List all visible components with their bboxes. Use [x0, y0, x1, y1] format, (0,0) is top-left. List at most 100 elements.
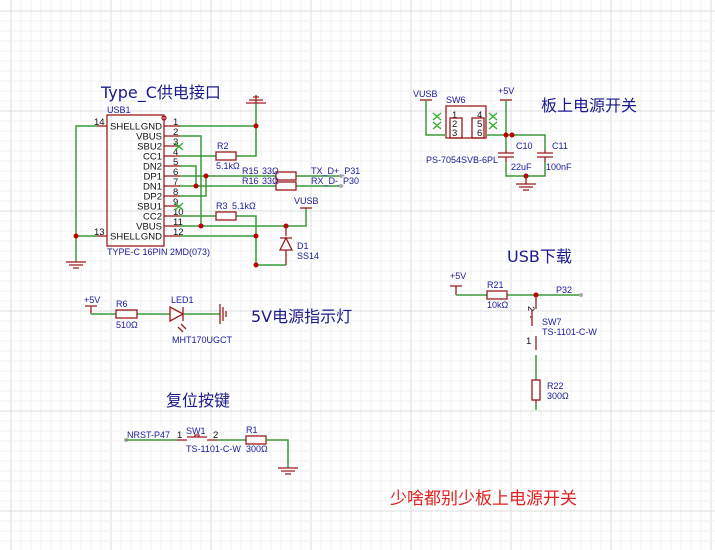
usb1-part: TYPE-C 16PIN 2MD(073) — [107, 247, 210, 257]
resistor-r16[interactable]: R16 33Ω — [242, 176, 297, 191]
capacitor-c11[interactable]: C11 100nF — [537, 141, 572, 172]
usb1-pin-num: 12 — [173, 227, 184, 238]
usb1-pin-name: GND — [141, 232, 162, 243]
usb1-pin-num: 13 — [94, 227, 105, 238]
ground-icon — [219, 304, 227, 324]
led1[interactable]: LED1 MHT170UGCT — [169, 295, 233, 345]
vusb-label: VUSB — [294, 196, 319, 206]
c11-ref: C11 — [552, 141, 568, 151]
led1-part: MHT170UGCT — [172, 335, 233, 345]
switch-sw7[interactable]: 2 1 SW7 TS-1101-C-W — [525, 295, 597, 350]
sw6-pin: 5 — [477, 119, 482, 130]
usb1-pin-name: SBU2 — [137, 142, 162, 153]
usb1-pin-num: 14 — [94, 117, 105, 128]
usb1-pin-name: VBUS — [136, 222, 162, 233]
ground-icon — [516, 176, 536, 191]
usb1-pin-num: 11 — [173, 217, 183, 228]
vusb-port-2: VUSB — [413, 89, 438, 101]
ground-icon — [278, 467, 298, 475]
wire — [506, 134, 546, 150]
sw6-pin: 1 — [452, 110, 457, 121]
no-connect-icon — [174, 142, 184, 211]
vusb-port: VUSB — [294, 196, 319, 209]
plus5v-port: +5V — [450, 271, 466, 295]
sw6-ref: SW6 — [446, 95, 466, 105]
wire — [487, 100, 507, 136]
usb1-pin-name: SBU1 — [137, 202, 162, 213]
net-port-tx — [339, 174, 343, 178]
r15-value: 33Ω — [262, 166, 279, 176]
r22-ref: R22 — [547, 381, 564, 391]
net-nrst: NRST-P47 — [127, 430, 170, 440]
sw6-pin: 3 — [452, 128, 457, 139]
junction — [503, 132, 509, 138]
switch-sw6[interactable]: SW6 1 2 3 4 5 6 PS-7054SVB-6PL — [426, 95, 498, 165]
sw1-pin2: 2 — [213, 430, 218, 441]
c10-ref: C10 — [516, 141, 533, 151]
usb1-pin-name: GND — [141, 122, 162, 133]
usb1-pin-name: DN1 — [143, 182, 162, 193]
sw6-pin: 4 — [477, 110, 482, 121]
r3-ref: R3 — [216, 201, 228, 211]
resistor-r2[interactable]: R2 5.1kΩ — [215, 141, 240, 171]
resistor-r3[interactable]: R3 5.1kΩ — [215, 201, 256, 221]
sw1-pin1: 1 — [177, 430, 182, 441]
plus5v-port: +5V — [84, 295, 100, 314]
sw7-pin2: 2 — [525, 306, 536, 311]
usb1-pin-num: 6 — [173, 167, 178, 178]
resistor-r21[interactable]: R21 10kΩ — [486, 280, 509, 310]
net-rx: RX_D-_P30 — [311, 176, 359, 186]
r21-ref: R21 — [487, 280, 504, 290]
r2-ref: R2 — [217, 141, 229, 151]
r2-value: 5.1kΩ — [216, 161, 240, 171]
net-tx: TX_D+_P31 — [311, 166, 360, 176]
sw7-ref: SW7 — [542, 317, 562, 327]
junction — [509, 132, 515, 138]
usb1-pin-name: CC2 — [143, 212, 162, 223]
r1-value: 300Ω — [246, 444, 268, 454]
resistor-r6[interactable]: R6 510Ω — [115, 299, 138, 330]
d1-value: SS14 — [297, 251, 319, 261]
net-p32: P32 — [556, 285, 572, 295]
capacitor-c10[interactable]: C10 22uF — [498, 141, 533, 172]
usb1-pin-num: 4 — [173, 147, 178, 158]
switch-sw1[interactable]: 1 2 SW1 TS-1101-C-W — [177, 426, 241, 454]
p5v-led-label: +5V — [84, 295, 100, 305]
usb1-pin-name: CC1 — [143, 152, 162, 163]
sw6-pin: 6 — [477, 128, 482, 139]
usb1-pin-num: 3 — [173, 137, 178, 148]
title-power-switch: 板上电源开关 — [541, 96, 637, 115]
usb1-pin-name: DP1 — [144, 172, 162, 183]
usb1-pin-num: 7 — [173, 177, 178, 188]
sw1-part: TS-1101-C-W — [186, 444, 241, 454]
resistor-r22[interactable]: R22 300Ω — [531, 379, 569, 404]
ground-icon — [246, 95, 266, 104]
usb1-pin-name: SHELL — [110, 232, 140, 243]
usb1-pin-name: SHELL — [110, 122, 140, 133]
usb1-pin-name: DN2 — [143, 162, 162, 173]
r22-value: 300Ω — [547, 391, 569, 401]
diode-d1[interactable]: D1 SS14 — [278, 226, 319, 265]
wire — [266, 439, 289, 468]
junctions — [73, 123, 289, 268]
net-port-rx — [339, 184, 343, 188]
plus5v-port: +5V — [498, 86, 514, 101]
sw6-part: PS-7054SVB-6PL — [426, 155, 498, 165]
usb1-pin-num: 10 — [173, 207, 184, 218]
net-port-p32 — [579, 293, 583, 297]
usb1-pin-num: 8 — [173, 187, 178, 198]
title-reset: 复位按键 — [166, 391, 230, 410]
r6-value: 510Ω — [116, 320, 138, 330]
no-connect-icon — [432, 112, 498, 130]
resistor-r1[interactable]: R1 300Ω — [245, 425, 268, 454]
sw7-pin1: 1 — [526, 336, 531, 347]
c10-value: 22uF — [511, 162, 532, 172]
r3-value: 5.1kΩ — [232, 201, 256, 211]
usb1-pin-num: 2 — [173, 127, 178, 138]
title-typec: Type_C供电接口 — [100, 83, 221, 103]
resistor-r15[interactable]: R15 33Ω — [242, 166, 297, 181]
sw6-pin: 2 — [452, 119, 457, 130]
